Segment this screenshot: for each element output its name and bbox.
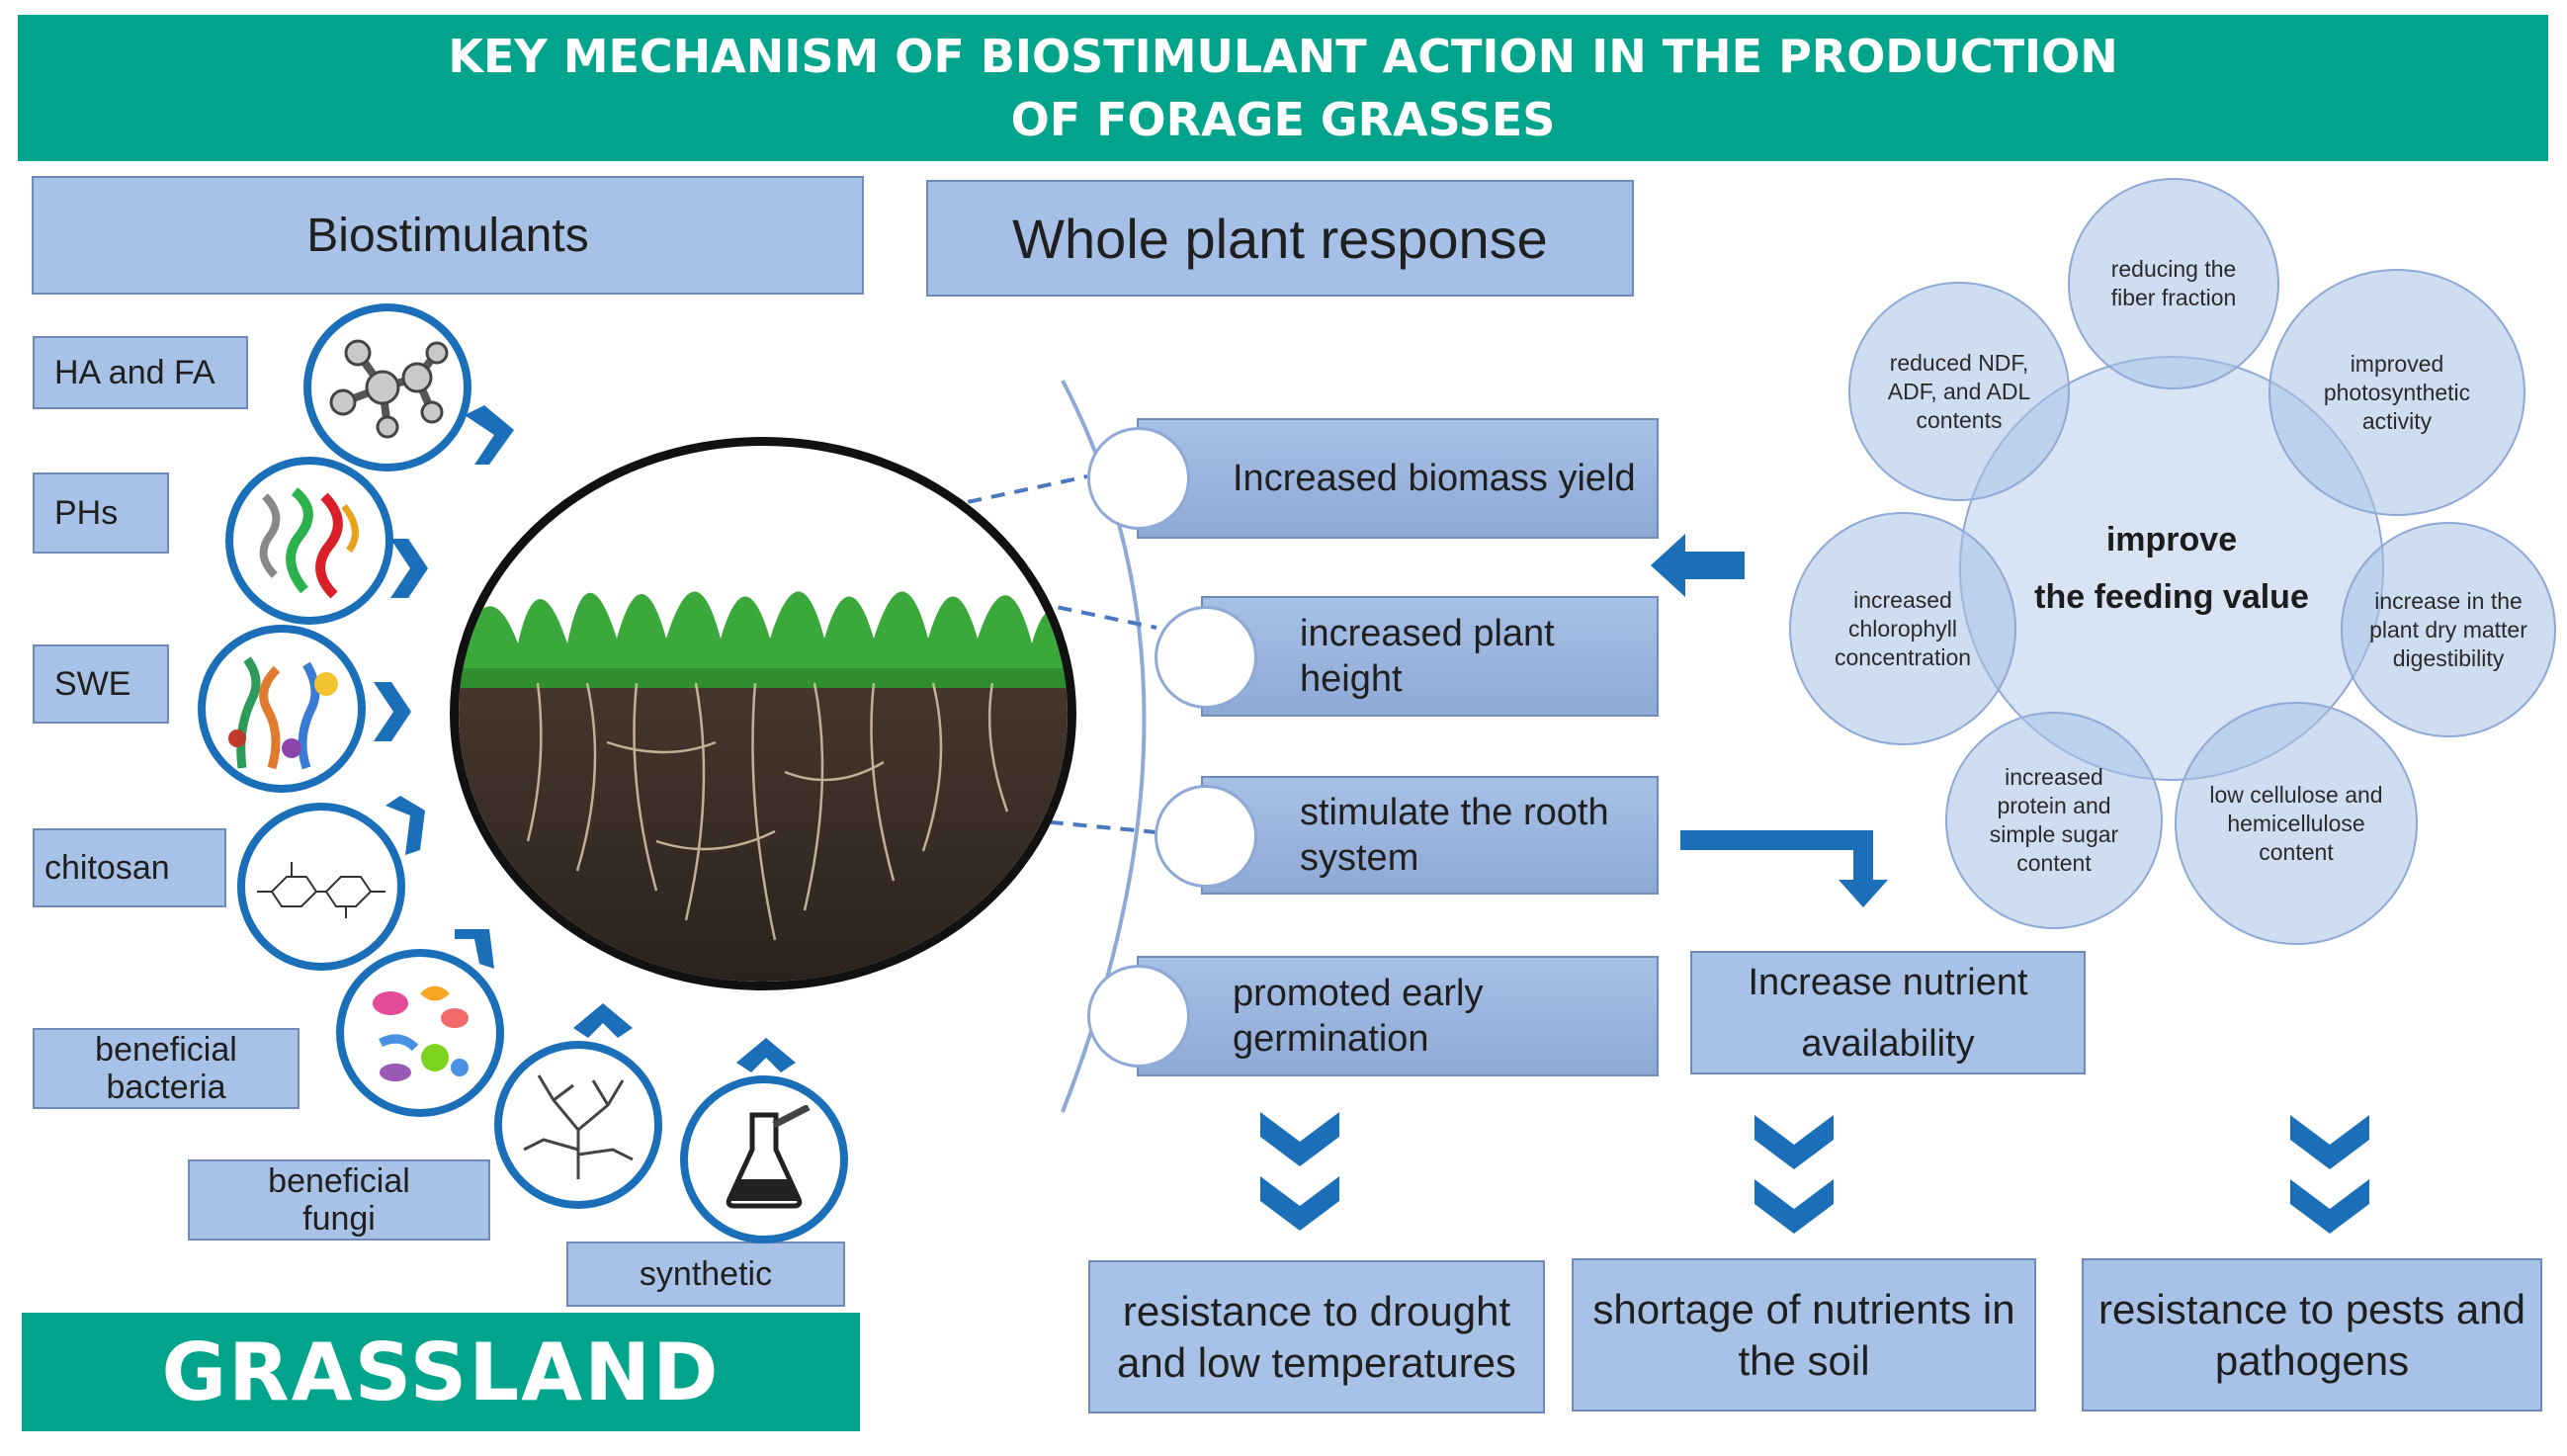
title-banner: KEY MECHANISM OF BIOSTIMULANT ACTION IN … xyxy=(18,15,2548,161)
label-bacteria-text: beneficial bacteria xyxy=(95,1031,237,1106)
nutrient-availability-box: Increase nutrient availability xyxy=(1690,951,2086,1074)
label-beneficial-fungi: beneficial fungi xyxy=(188,1159,490,1241)
response-node-2 xyxy=(1155,606,1257,709)
arrow-bent-icon xyxy=(1680,830,1888,907)
label-swe: SWE xyxy=(33,644,169,724)
label-ha-fa: HA and FA xyxy=(33,336,248,409)
bubble-protein-text: increased protein and simple sugar conte… xyxy=(1989,764,2119,876)
arrow-left-icon xyxy=(1651,534,1745,597)
bubble-ndf-text: reduced NDF, ADF, and ADL contents xyxy=(1887,349,2031,433)
title-line-1: KEY MECHANISM OF BIOSTIMULANT ACTION IN … xyxy=(448,30,2118,83)
flask-icon xyxy=(680,1075,848,1243)
label-chitosan-text: chitosan xyxy=(44,849,170,887)
chevron-bacteria-icon xyxy=(455,929,494,969)
outcome-pests: resistance to pests and pathogens xyxy=(2082,1258,2542,1412)
bubble-cellulose-text: low cellulose and hemicellulose content xyxy=(2209,781,2383,865)
bubble-photosynthetic: improved photosynthetic activity xyxy=(2268,269,2525,516)
label-phs-text: PHs xyxy=(54,494,119,532)
bacteria-icon xyxy=(336,949,504,1117)
bubble-cellulose: low cellulose and hemicellulose content xyxy=(2175,702,2418,945)
chevron-ha-fa-icon xyxy=(465,405,514,465)
bubble-fiber-text: reducing the fiber fraction xyxy=(2110,256,2237,310)
response-root-system: stimulate the rooth system xyxy=(1201,776,1659,895)
title-line-2: OF FORAGE GRASSES xyxy=(1010,93,1556,146)
response-biomass-yield: Increased biomass yield xyxy=(1137,418,1659,539)
whole-plant-response-header: Whole plant response xyxy=(926,180,1634,297)
seaweed-icon xyxy=(198,625,366,793)
biostimulants-title: Biostimulants xyxy=(306,209,589,262)
outcome-nutrient-text: shortage of nutrients in the soil xyxy=(1592,1285,2015,1384)
fungi-hyphae-icon xyxy=(494,1041,662,1209)
response-plant-height: increased plant height xyxy=(1201,596,1659,717)
label-chitosan: chitosan xyxy=(33,828,226,907)
bubble-photosynthetic-text: improved photosynthetic activity xyxy=(2323,350,2471,434)
nutrient-availability-text: Increase nutrient availability xyxy=(1748,961,2028,1065)
biostimulants-header: Biostimulants xyxy=(32,176,864,295)
response-height-text: increased plant height xyxy=(1300,613,1555,700)
outcome-nutrient-shortage: shortage of nutrients in the soil xyxy=(1572,1258,2036,1412)
response-node-3 xyxy=(1155,785,1257,888)
outcome-drought: resistance to drought and low temperatur… xyxy=(1088,1260,1545,1413)
bubble-digestibility: increase in the plant dry matter digesti… xyxy=(2341,522,2556,737)
bubble-fiber-fraction: reducing the fiber fraction xyxy=(2068,178,2279,389)
chevron-swe-icon xyxy=(374,682,411,741)
chemical-structure-icon xyxy=(237,803,405,971)
molecule-icon xyxy=(303,303,471,471)
chevron-synthetic-icon xyxy=(736,1038,796,1072)
response-biomass-text: Increased biomass yield xyxy=(1233,458,1636,499)
label-beneficial-bacteria: beneficial bacteria xyxy=(33,1028,299,1109)
bubble-chlorophyll: increased chlorophyll concentration xyxy=(1789,512,2016,745)
response-early-germination: promoted early germination xyxy=(1137,956,1659,1076)
label-synthetic: synthetic xyxy=(566,1242,845,1307)
bubble-chlorophyll-text: increased chlorophyll concentration xyxy=(1834,586,1972,670)
outcome-pests-text: resistance to pests and pathogens xyxy=(2098,1285,2525,1384)
response-node-1 xyxy=(1087,427,1190,530)
label-ha-fa-text: HA and FA xyxy=(54,354,215,391)
outcome-drought-text: resistance to drought and low temperatur… xyxy=(1117,1287,1516,1386)
protein-ribbon-icon xyxy=(225,457,393,625)
response-root-text: stimulate the rooth system xyxy=(1300,792,1609,879)
bubble-digestibility-text: increase in the plant dry matter digesti… xyxy=(2369,587,2527,671)
whole-plant-response-title: Whole plant response xyxy=(1012,207,1548,270)
label-swe-text: SWE xyxy=(54,665,131,703)
grassland-text: GRASSLAND xyxy=(161,1326,721,1418)
label-fungi-text: beneficial fungi xyxy=(268,1162,410,1238)
label-synthetic-text: synthetic xyxy=(639,1255,773,1293)
label-phs: PHs xyxy=(33,472,169,554)
chevron-fungi-icon xyxy=(573,1003,633,1038)
response-germination-text: promoted early germination xyxy=(1233,973,1484,1060)
feeding-center-line1: improve xyxy=(2105,521,2238,558)
grassland-banner: GRASSLAND xyxy=(22,1313,860,1431)
chevron-chitosan-icon xyxy=(385,796,425,855)
soil-grass-image xyxy=(450,437,1076,990)
chevron-phs-icon xyxy=(390,539,428,598)
bubble-protein: increased protein and simple sugar conte… xyxy=(1945,712,2163,929)
bubble-ndf-adf: reduced NDF, ADF, and ADL contents xyxy=(1848,282,2070,501)
feeding-center-line2: the feeding value xyxy=(2034,578,2309,616)
response-node-4 xyxy=(1087,965,1190,1068)
